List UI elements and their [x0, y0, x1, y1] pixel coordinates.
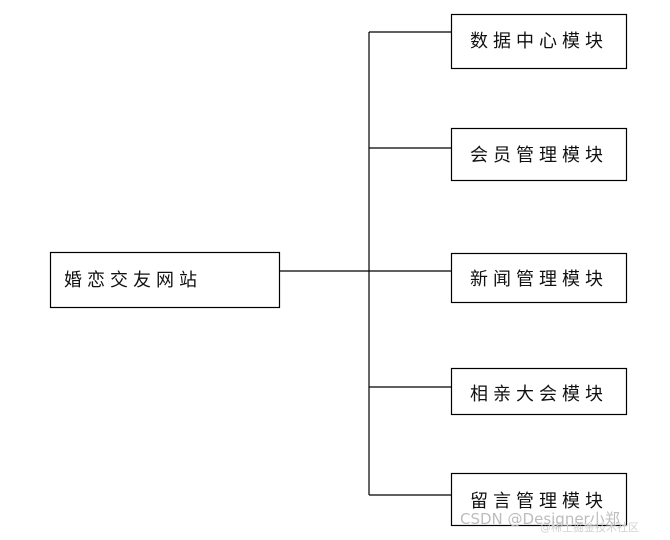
module-node-label: 留言管理模块	[470, 491, 608, 512]
module-node-box	[450, 367, 628, 416]
module-node-1: 数据中心模块	[450, 13, 628, 70]
module-node-2: 会员管理模块	[450, 127, 628, 182]
module-node-5: 留言管理模块	[450, 472, 628, 527]
module-node-box	[450, 127, 628, 182]
module-node-box	[450, 472, 628, 527]
watermark-text: CSDN @Designer小郑	[460, 510, 620, 528]
root-node: 婚恋交友网站	[49, 251, 281, 309]
module-node-box	[450, 252, 628, 304]
root-node-box	[49, 251, 281, 309]
watermark: @稀土掘金技术社区 CSDN @Designer小郑	[460, 510, 639, 534]
module-node-4: 相亲大会模块	[450, 367, 628, 416]
root-node-label: 婚恋交友网站	[64, 269, 202, 291]
module-node-label: 数据中心模块	[470, 31, 608, 52]
module-node-3: 新闻管理模块	[450, 252, 628, 304]
module-node-label: 新闻管理模块	[470, 269, 608, 290]
module-node-label: 会员管理模块	[470, 145, 608, 166]
module-node-box	[450, 13, 628, 70]
watermark-subtext: @稀土掘金技术社区	[540, 520, 639, 534]
module-node-label: 相亲大会模块	[470, 384, 608, 405]
connectors	[279, 31, 451, 496]
